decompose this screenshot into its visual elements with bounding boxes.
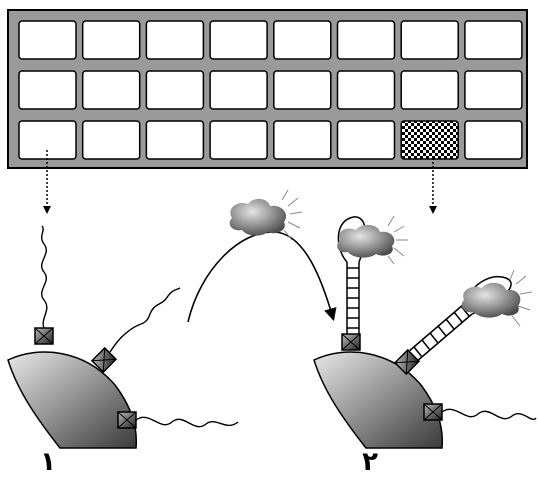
array-cell (145, 70, 205, 110)
anchor-square-1b (90, 346, 118, 374)
array-cell (18, 120, 77, 160)
array-cell (18, 20, 77, 60)
substrate-dome-1 (7, 351, 138, 449)
array-cell (81, 120, 141, 160)
probe-strand-1c (135, 416, 239, 428)
array-cell (464, 20, 523, 60)
anchor-square-1c (117, 411, 137, 429)
curved-arrow (187, 231, 337, 323)
panel-label-2: ٢ (362, 447, 378, 477)
anchor-square-2b (393, 348, 421, 376)
array-cell (400, 20, 459, 60)
array-cell (273, 120, 332, 160)
array-cell (464, 70, 523, 110)
anchor-square-2c (423, 403, 443, 421)
array-cell (145, 20, 205, 60)
bound-cloud-2b (461, 269, 533, 327)
array-cell (336, 70, 396, 110)
array-cell (400, 70, 459, 110)
array-cell (336, 20, 396, 60)
panel-1-unbound-probes: ١ (7, 225, 239, 477)
array-cell (336, 120, 396, 160)
microarray-plate (7, 9, 528, 169)
array-cell (209, 20, 268, 60)
array-cell (81, 20, 141, 60)
array-cell (209, 70, 268, 110)
hairpin-ladder-2b (407, 275, 512, 363)
substrate-dome-2 (313, 351, 444, 449)
anchor-square-2a (341, 333, 361, 351)
anchor-square-1a (34, 327, 54, 345)
target-molecule-cloud (229, 189, 303, 241)
dotted-arrow-right (429, 158, 437, 214)
array-cells (18, 20, 523, 160)
array-cell (273, 70, 332, 110)
panel-2-hybridized-probes: ٢ (313, 215, 537, 477)
array-cell (209, 120, 268, 160)
probe-strand-2c (441, 408, 537, 421)
array-cell (273, 20, 332, 60)
dotted-arrow-left (43, 150, 51, 214)
panel-label-1: ١ (40, 447, 56, 477)
bound-cloud-2a (337, 215, 408, 265)
array-cell (18, 70, 77, 110)
array-cell (145, 120, 205, 160)
array-cell (81, 70, 141, 110)
array-cell-highlighted (400, 120, 459, 160)
probe-strand-1a (41, 225, 48, 329)
probe-strand-1b (109, 287, 181, 353)
array-cell (464, 120, 523, 160)
